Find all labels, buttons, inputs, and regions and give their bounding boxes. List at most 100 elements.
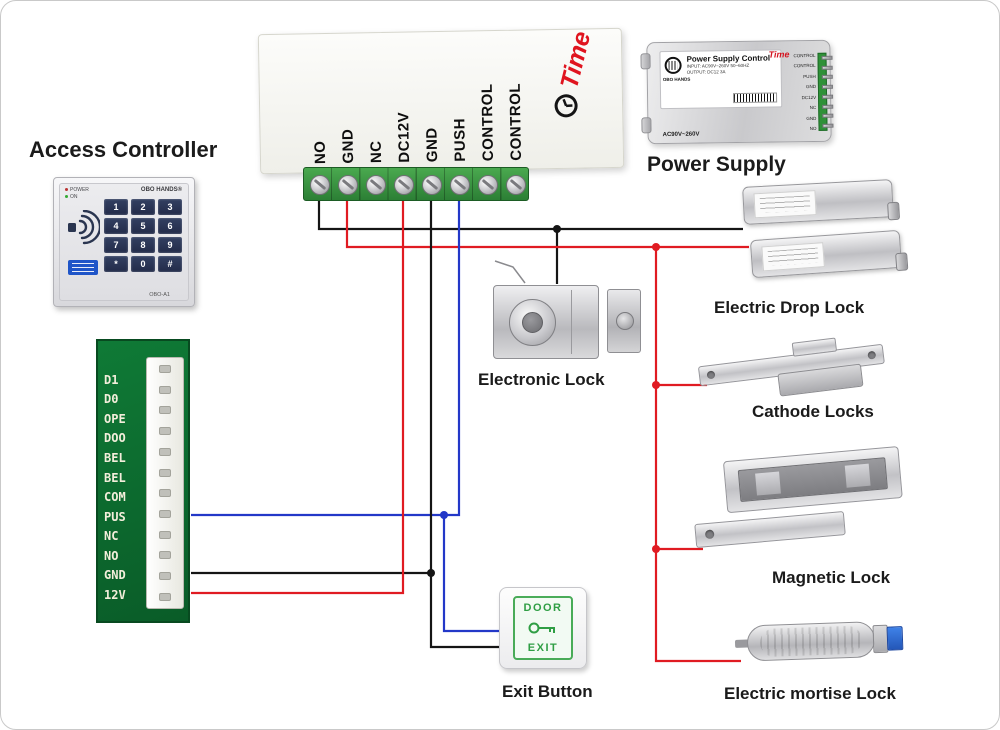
psu-pin-control2: CONTROL bbox=[793, 63, 816, 69]
psu-terminal-pin bbox=[822, 123, 834, 128]
key-6: 6 bbox=[158, 218, 182, 234]
exit-button-device: DOOR EXIT bbox=[499, 587, 587, 669]
label-power-supply: Power Supply bbox=[647, 153, 786, 176]
exit-button-door-text: DOOR bbox=[523, 602, 563, 614]
keypad-blue-tag bbox=[68, 260, 98, 275]
key-1: 1 bbox=[104, 199, 128, 215]
key-2: 2 bbox=[131, 199, 155, 215]
psu-terminal-pin bbox=[821, 84, 833, 89]
pcb-pin-open: OPE bbox=[104, 412, 126, 426]
terminal-label-control1: CONTROL bbox=[478, 83, 498, 162]
psu-pin-push: PUSH bbox=[803, 73, 816, 79]
lock-cylinder bbox=[509, 299, 556, 346]
connector-pin bbox=[159, 447, 171, 456]
pcb-pin-bell2: BEL bbox=[104, 471, 126, 485]
psu-pin-gnd1: GND bbox=[805, 84, 816, 90]
psu-terminal-pin bbox=[821, 75, 833, 80]
label-exit-button: Exit Button bbox=[502, 682, 593, 701]
drop-lock-bolt bbox=[895, 252, 909, 272]
connector-pin bbox=[159, 510, 171, 519]
drop-lock-bolt bbox=[887, 201, 901, 221]
cathode-lock-device bbox=[696, 330, 888, 410]
terminal-label-control2: CONTROL bbox=[506, 82, 526, 161]
psu-terminal-pin bbox=[822, 113, 834, 119]
keypad-brand: OBO HANDS® bbox=[140, 187, 182, 193]
pcb-pin-bell1: BEL bbox=[104, 451, 126, 465]
pcb-pin-d0: D0 bbox=[104, 392, 119, 406]
barcode bbox=[733, 92, 778, 104]
label-electronic-lock: Electronic Lock bbox=[478, 370, 605, 389]
terminal-screw bbox=[338, 175, 358, 195]
label-cathode-locks: Cathode Locks bbox=[752, 402, 874, 421]
psu-spec-output: OUTPUT: DC12 3A bbox=[686, 69, 726, 75]
lock-seam bbox=[571, 290, 572, 354]
connector-pin bbox=[159, 592, 171, 601]
mounting-ear bbox=[640, 53, 651, 70]
mounting-ear bbox=[641, 117, 652, 134]
key-8: 8 bbox=[131, 237, 155, 253]
exit-button-exit-text: EXIT bbox=[527, 642, 559, 654]
psu-pin-dc12v: DC12V bbox=[801, 94, 817, 100]
on-led bbox=[65, 195, 68, 198]
pcb-pin-no: NO bbox=[104, 549, 119, 563]
mortise-blue-block bbox=[886, 626, 904, 651]
magnetic-lock-device bbox=[689, 444, 907, 566]
pcb-pin-gnd: GND bbox=[104, 568, 126, 582]
psu-terminal-pin bbox=[822, 94, 834, 99]
key-7: 7 bbox=[104, 237, 128, 253]
exit-button-panel: DOOR EXIT bbox=[513, 596, 573, 660]
electric-drop-lock-upper bbox=[742, 179, 901, 225]
connector-pin bbox=[159, 365, 171, 373]
lock-strike-plate bbox=[607, 289, 641, 353]
label-magnetic-lock: Magnetic Lock bbox=[772, 568, 891, 587]
pcb-pin-door: DOO bbox=[104, 431, 126, 445]
controller-board: NO GND NC DC12V GND PUSH CONTROL CONTROL… bbox=[257, 27, 625, 175]
key-9: 9 bbox=[158, 237, 182, 253]
key-0: 0 bbox=[131, 256, 155, 272]
connector-pin bbox=[159, 406, 171, 415]
pcb-pin-d1: D1 bbox=[104, 373, 119, 387]
keypad-keys: 1 2 3 4 5 6 7 8 9 * 0 # bbox=[104, 199, 182, 272]
key-star: * bbox=[104, 256, 128, 272]
psu-label: OBO HANDS Power Supply Control INPUT: AC… bbox=[659, 49, 783, 110]
terminal-screw bbox=[478, 175, 498, 195]
pcb-pin-12v: 12V bbox=[104, 588, 126, 602]
key-3: 3 bbox=[158, 199, 182, 215]
key-4: 4 bbox=[104, 218, 128, 234]
terminal-screw bbox=[422, 175, 442, 195]
connector-pin bbox=[159, 530, 171, 539]
label-access-controller: Access Controller bbox=[29, 137, 218, 162]
terminal-screw bbox=[506, 175, 526, 195]
terminal-screw bbox=[310, 175, 330, 195]
power-led bbox=[65, 188, 68, 191]
psu-pin-labels: CONTROL CONTROL PUSH GND DC12V NC GND NO bbox=[773, 53, 816, 132]
label-electric-mortise-lock: Electric mortise Lock bbox=[724, 684, 896, 703]
connector-pin bbox=[159, 489, 171, 498]
controller-pcb: D1 D0 OPE DOO BEL BEL COM PUS NC NO GND … bbox=[96, 339, 190, 623]
power-supply-unit: OBO HANDS Power Supply Control INPUT: AC… bbox=[640, 39, 834, 145]
psu-voltage: AC90V~260V bbox=[662, 131, 700, 139]
connector-pin bbox=[159, 468, 171, 477]
pcb-pin-push: PUS bbox=[104, 510, 126, 524]
lock-body bbox=[493, 285, 599, 359]
on-led-label: ON bbox=[70, 194, 78, 200]
terminal-label-gnd2: GND bbox=[423, 127, 442, 163]
keypad-model: OBO-A1 bbox=[149, 292, 170, 298]
pcb-pin-nc: NC bbox=[104, 529, 119, 543]
terminal-screw bbox=[450, 175, 470, 195]
electric-mortise-lock-device bbox=[734, 606, 906, 676]
psu-terminal-pin bbox=[821, 55, 833, 60]
terminal-label-push: PUSH bbox=[451, 117, 470, 162]
electric-drop-lock-lower bbox=[749, 229, 909, 279]
obo-hands-logo-icon bbox=[664, 56, 682, 75]
terminal-label-gnd: GND bbox=[339, 128, 358, 164]
key-icon bbox=[528, 622, 555, 634]
key-hash: # bbox=[158, 256, 182, 272]
psu-pin-no: NO bbox=[809, 125, 817, 131]
keypad-face: POWER ON OBO HANDS® 1 2 3 4 5 6 7 bbox=[59, 183, 189, 301]
terminal-screw bbox=[366, 175, 386, 195]
connector-pin bbox=[159, 385, 171, 394]
electronic-lock-device bbox=[493, 281, 645, 363]
pcb-pin-com: COM bbox=[104, 490, 126, 504]
